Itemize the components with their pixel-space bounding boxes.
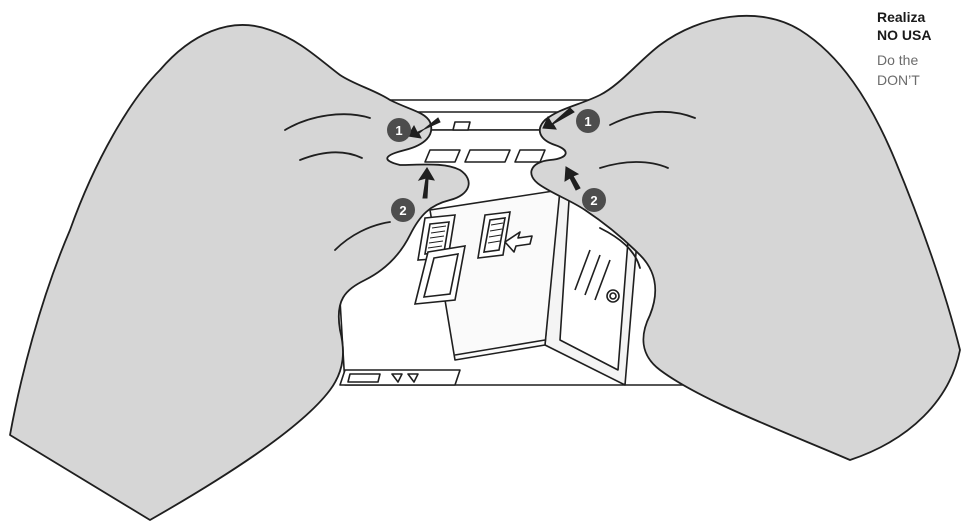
step-badge-1-left-label: 1 [395,123,402,138]
push-arrow [407,107,575,139]
connector [413,211,511,305]
caption: Realiza NO USA Do the DON’T [877,8,972,90]
step-badge-2-right-label: 2 [590,193,597,208]
caption-body-line-2: DON’T [877,72,920,88]
step-badge-2-left-label: 2 [399,203,406,218]
step-badge-1-left: 1 [387,118,411,142]
release-arrow [417,166,581,199]
caption-title-line-2: NO USA [877,27,932,43]
step-badge-1-right-label: 1 [584,114,591,129]
caption-title-line-1: Realiza [877,9,926,25]
step-badge-2-right: 2 [582,188,606,212]
caption-body-line-1: Do the [877,52,919,68]
hand-left [9,24,470,521]
slide-arrow [504,231,533,253]
step-badge-1-right: 1 [576,109,600,133]
step-badge-2-left: 2 [391,198,415,222]
hand-right [530,14,961,461]
